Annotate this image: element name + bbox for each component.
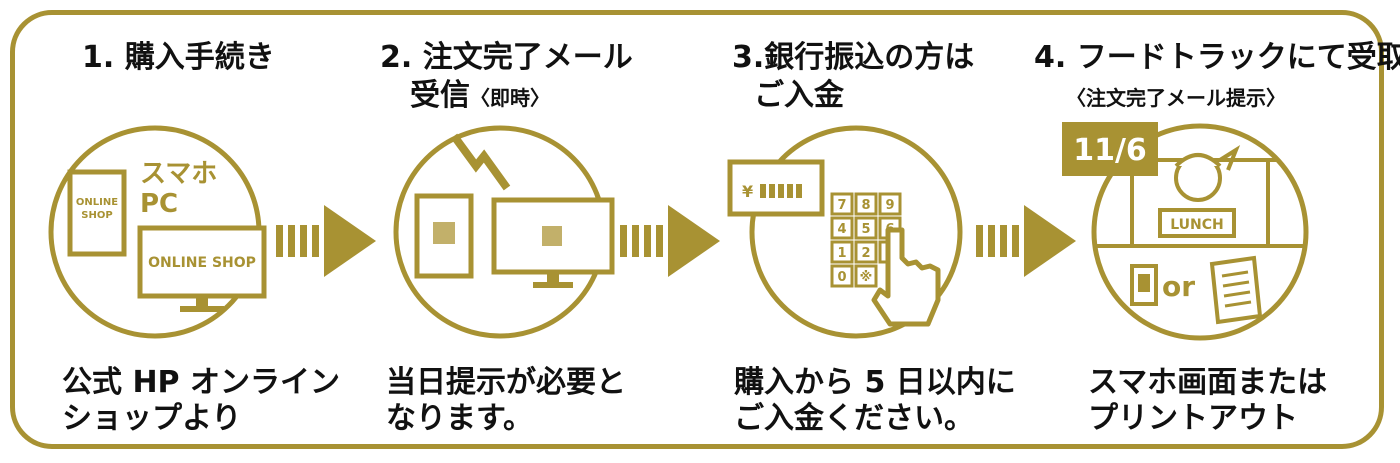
- step1-title: 1. 購入手続き: [82, 40, 275, 75]
- arrow-right-icon: [276, 205, 376, 277]
- lunch-label: LUNCH: [1170, 217, 1224, 233]
- phone-icon: [1130, 264, 1158, 306]
- keypad-key-label: ※: [860, 270, 873, 285]
- phone-icon: ONLINE SHOP: [67, 169, 127, 257]
- keypad-key-label: 7: [837, 198, 846, 213]
- keypad-key-label: 9: [885, 198, 894, 213]
- date-badge-text: 11/6: [1073, 133, 1147, 168]
- step3-title: 3.銀行振込の方は: [732, 40, 975, 75]
- phone-label-1: ONLINE: [76, 197, 118, 208]
- step2-title-sub: 〈即時〉: [470, 86, 550, 110]
- receipt-icon: [1209, 255, 1263, 325]
- keypad-key-label: 2: [861, 246, 870, 261]
- keypad-icon: 7894561230※: [830, 192, 902, 288]
- chef-icon: LUNCH: [1158, 145, 1241, 238]
- step1-description-line1: 公式 HP オンライン: [62, 365, 340, 400]
- step2-description-line1: 当日提示が必要と: [386, 365, 626, 400]
- step2-title-line2: 受信〈即時〉: [410, 78, 550, 116]
- step4-description-line2: プリントアウト: [1088, 401, 1298, 436]
- step2-description-line2: なります。: [386, 401, 533, 436]
- hand-pointer-icon: [871, 227, 941, 327]
- keypad-key: [830, 216, 854, 240]
- monitor-icon: ONLINE SHOP: [137, 225, 267, 312]
- step1-description-line2: ショップより: [62, 401, 242, 436]
- arrow-right-icon: [976, 205, 1076, 277]
- date-badge: 11/6: [1062, 122, 1158, 176]
- phone-label-2: SHOP: [81, 210, 112, 221]
- keypad-key-label: 4: [837, 222, 846, 237]
- step3-description-line1: 購入から 5 日以内に: [734, 365, 1016, 400]
- keypad-key: [854, 240, 878, 264]
- keypad-key: [830, 192, 854, 216]
- device-label-2: PC: [140, 189, 178, 219]
- step2-title: 2. 注文完了メール: [380, 40, 633, 75]
- step4-description-line1: スマホ画面または: [1088, 365, 1328, 400]
- yen-mark: ¥: [742, 182, 753, 201]
- lightning-icon: [450, 133, 511, 191]
- keypad-key: [854, 192, 878, 216]
- step3-title-line2: ご入金: [754, 78, 844, 113]
- monitor-label: ONLINE SHOP: [148, 255, 256, 271]
- keypad-key: [878, 192, 902, 216]
- arrow-right-icon: [620, 205, 720, 277]
- step4-title-sub: 〈注文完了メール提示〉: [1066, 86, 1286, 110]
- step3-description-line2: ご入金ください。: [734, 401, 974, 436]
- keypad-key-label: 5: [861, 222, 870, 237]
- keypad-key: [830, 240, 854, 264]
- banknote-icon: ¥: [727, 159, 825, 217]
- keypad-key-label: 8: [861, 198, 870, 213]
- phone-icon: [414, 193, 474, 279]
- keypad-key: [854, 264, 878, 288]
- step4-title: 4. フードトラックにて受取: [1034, 40, 1400, 75]
- keypad-key-label: 0: [837, 270, 846, 285]
- monitor-icon: [491, 197, 615, 288]
- keypad-key: [830, 264, 854, 288]
- device-label-1: スマホ: [140, 159, 217, 189]
- or-label: or: [1162, 270, 1195, 303]
- step2-title-receive: 受信: [410, 78, 470, 113]
- keypad-key-label: 1: [837, 246, 846, 261]
- keypad-key: [854, 216, 878, 240]
